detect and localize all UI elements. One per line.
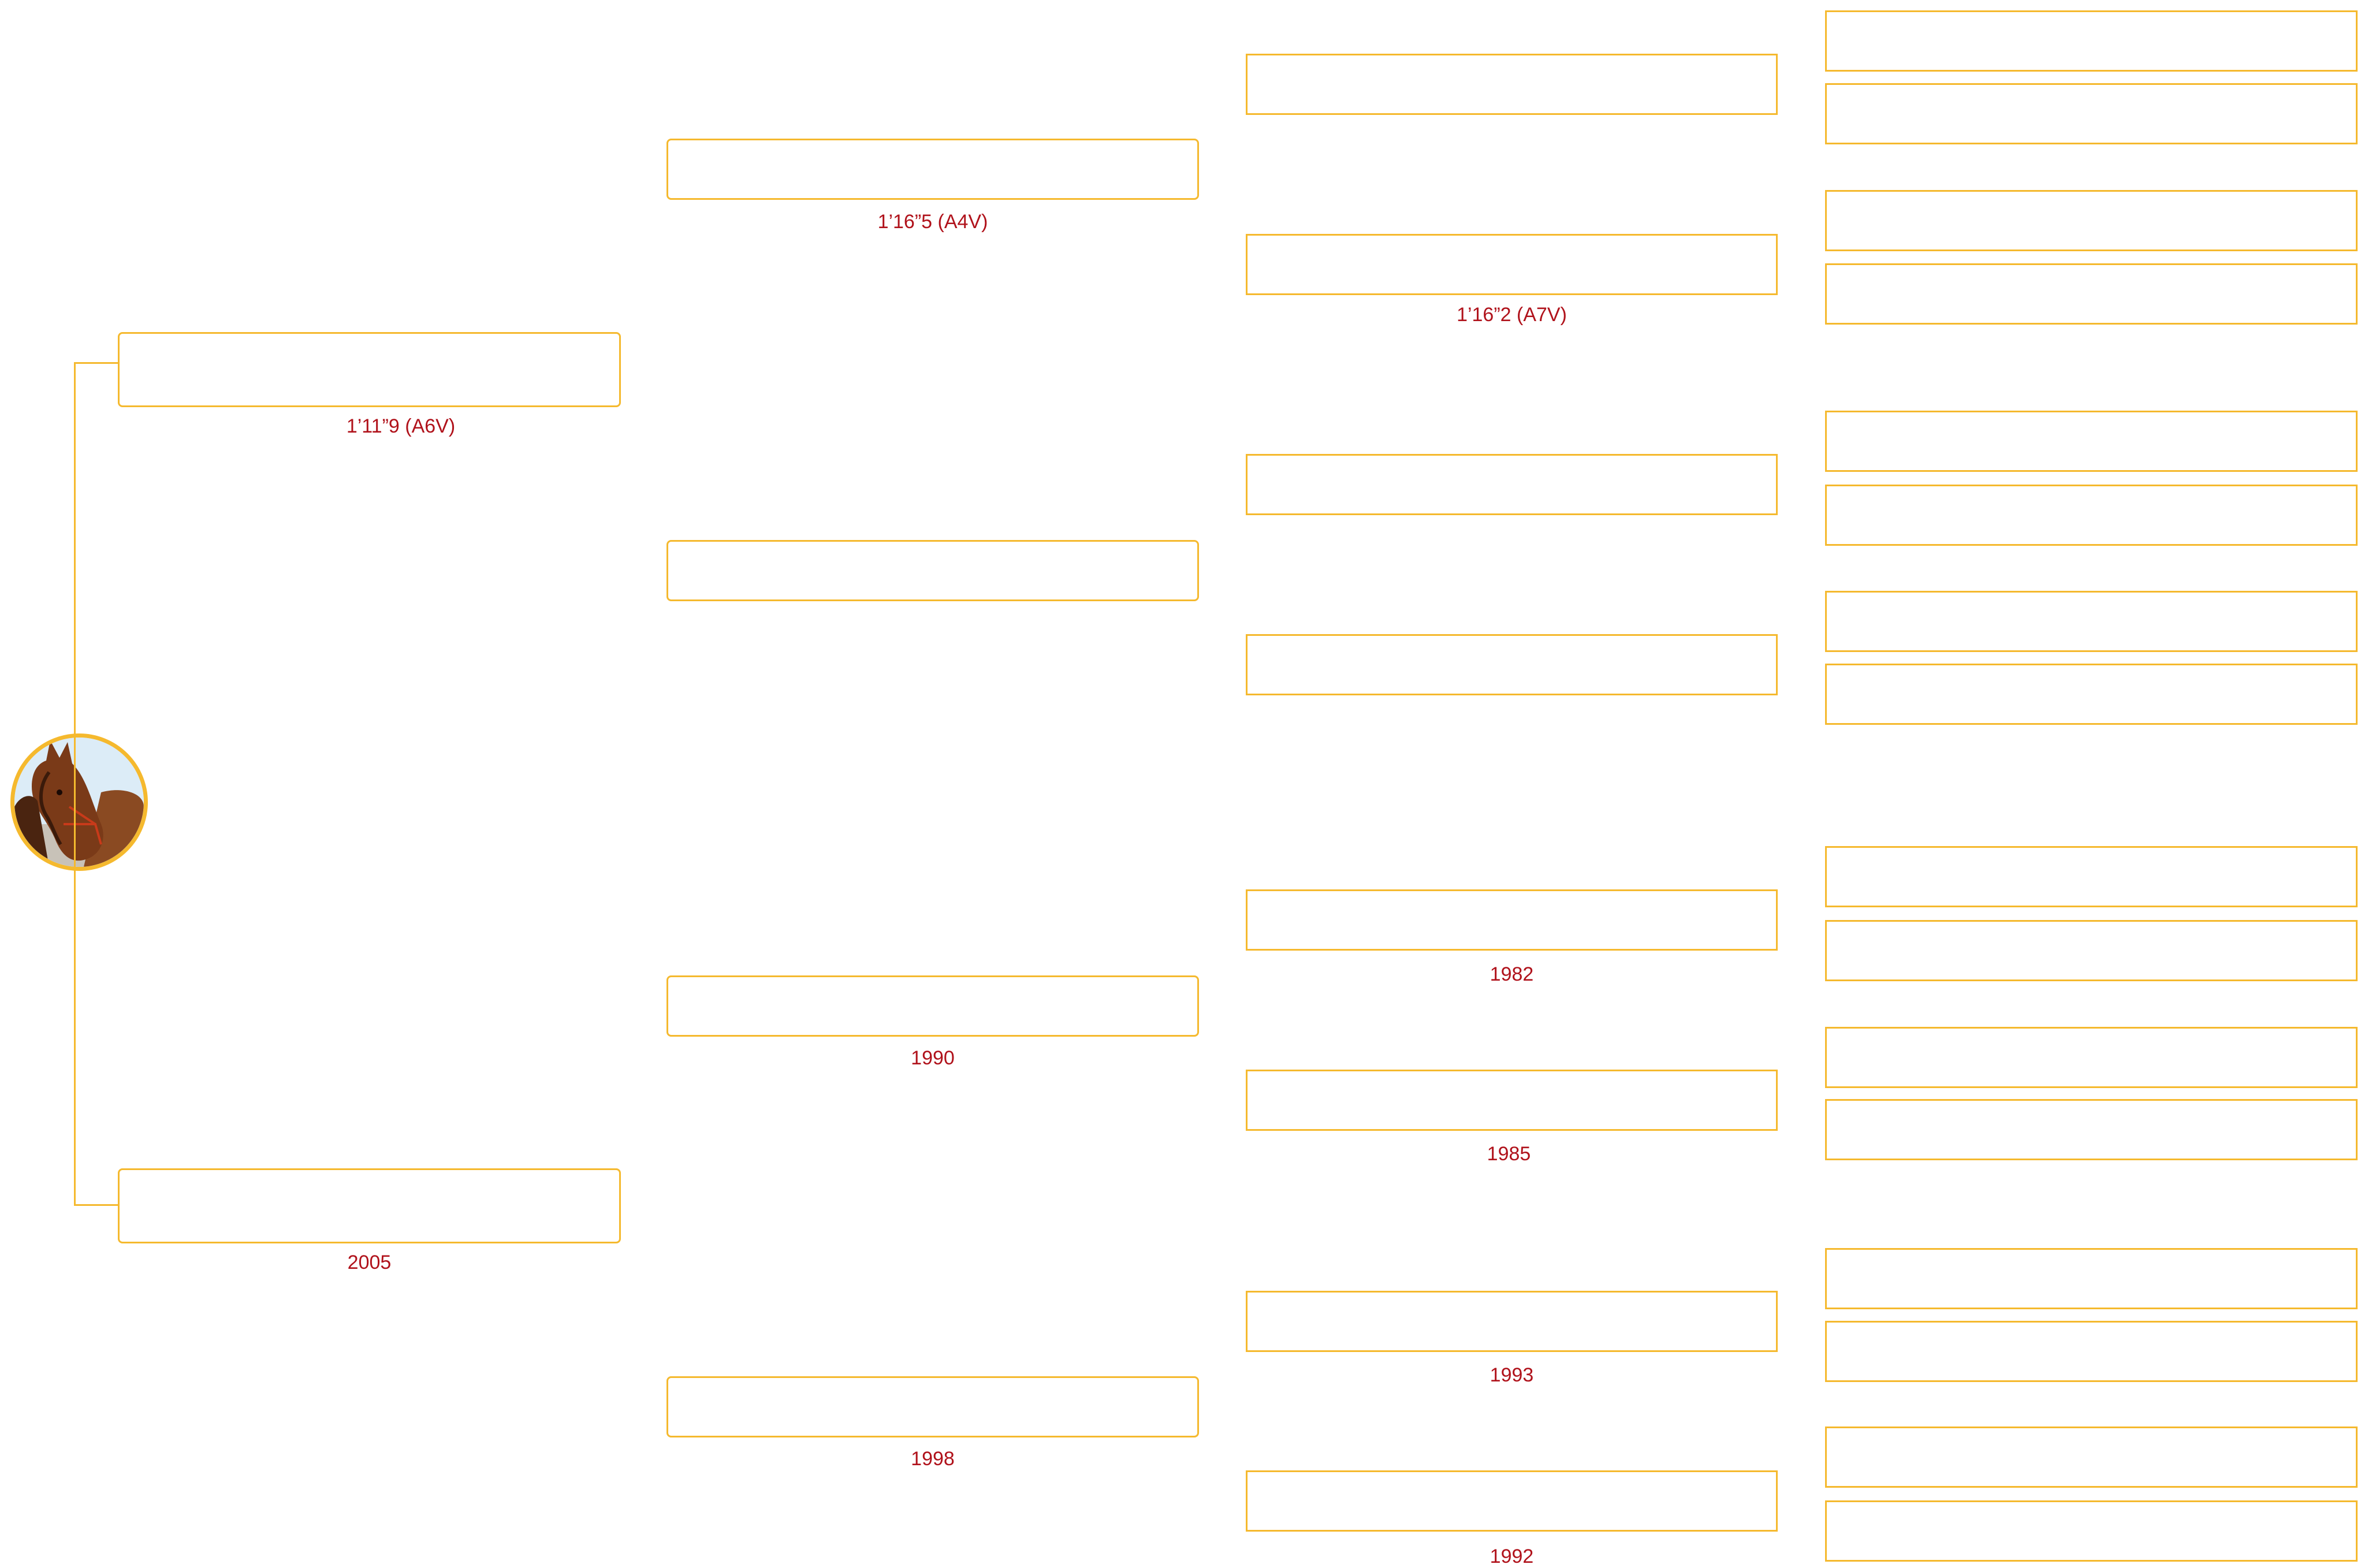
gen4-box-12[interactable] [1825, 1099, 2358, 1160]
gen2-box-4[interactable] [666, 1376, 1199, 1437]
gen4-box-16[interactable] [1825, 1500, 2358, 1562]
gen4-box-5[interactable] [1825, 411, 2358, 472]
gen3-box-3[interactable] [1246, 454, 1778, 515]
sire-info: 1’11”9 (A6V) [346, 415, 456, 437]
gen3-box-4[interactable] [1246, 634, 1778, 695]
gen4-box-14[interactable] [1825, 1321, 2358, 1382]
gen3-info-2: 1’16”2 (A7V) [1457, 304, 1567, 326]
gen2-info-4: 1998 [911, 1448, 955, 1470]
gen3-box-7[interactable] [1246, 1291, 1778, 1352]
gen4-box-15[interactable] [1825, 1427, 2358, 1488]
gen3-box-6[interactable] [1246, 1070, 1778, 1131]
gen3-box-8[interactable] [1246, 1470, 1778, 1532]
gen2-info-1: 1’16”5 (A4V) [877, 211, 988, 233]
gen2-box-1[interactable] [666, 139, 1199, 200]
gen4-box-6[interactable] [1825, 485, 2358, 546]
gen4-box-10[interactable] [1825, 920, 2358, 981]
gen3-info-6: 1985 [1487, 1143, 1531, 1165]
dam-box[interactable] [118, 1168, 621, 1243]
gen2-info-3: 1990 [911, 1047, 955, 1069]
gen3-info-7: 1993 [1490, 1364, 1534, 1386]
gen4-box-1[interactable] [1825, 10, 2358, 72]
gen4-box-8[interactable] [1825, 664, 2358, 725]
gen4-box-2[interactable] [1825, 83, 2358, 144]
gen3-info-5: 1982 [1490, 963, 1534, 985]
pedigree-bracket [74, 362, 118, 1206]
gen3-box-1[interactable] [1246, 54, 1778, 115]
dam-info: 2005 [347, 1252, 392, 1273]
gen4-box-13[interactable] [1825, 1248, 2358, 1309]
gen4-box-7[interactable] [1825, 591, 2358, 652]
gen3-box-5[interactable] [1246, 889, 1778, 951]
gen2-box-3[interactable] [666, 975, 1199, 1037]
gen4-box-4[interactable] [1825, 263, 2358, 325]
gen3-box-2[interactable] [1246, 234, 1778, 295]
gen4-box-11[interactable] [1825, 1027, 2358, 1088]
gen4-box-9[interactable] [1825, 846, 2358, 907]
gen4-box-3[interactable] [1825, 190, 2358, 251]
gen3-info-8: 1992 [1490, 1545, 1534, 1567]
sire-box[interactable] [118, 332, 621, 407]
gen2-box-2[interactable] [666, 540, 1199, 601]
